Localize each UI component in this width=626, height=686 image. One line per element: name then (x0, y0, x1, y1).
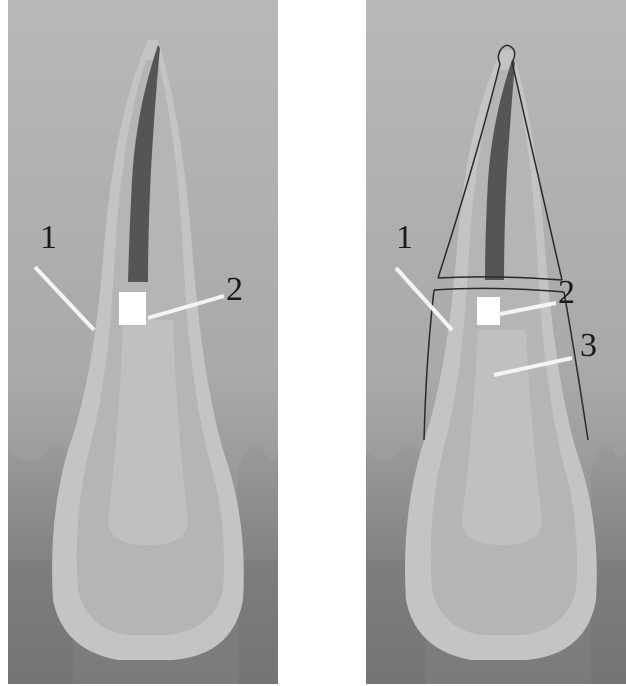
right-label-1: 1 (396, 219, 413, 256)
left-tooth-panel: 1 2 (8, 0, 278, 684)
left-label-1: 1 (40, 219, 57, 256)
left-apical-plug (119, 292, 146, 325)
right-label-3: 3 (580, 327, 597, 364)
left-label-2: 2 (226, 271, 243, 308)
right-tooth-panel: 1 2 3 (366, 0, 626, 684)
right-label-2: 2 (558, 274, 575, 311)
right-apical-plug (477, 297, 500, 325)
